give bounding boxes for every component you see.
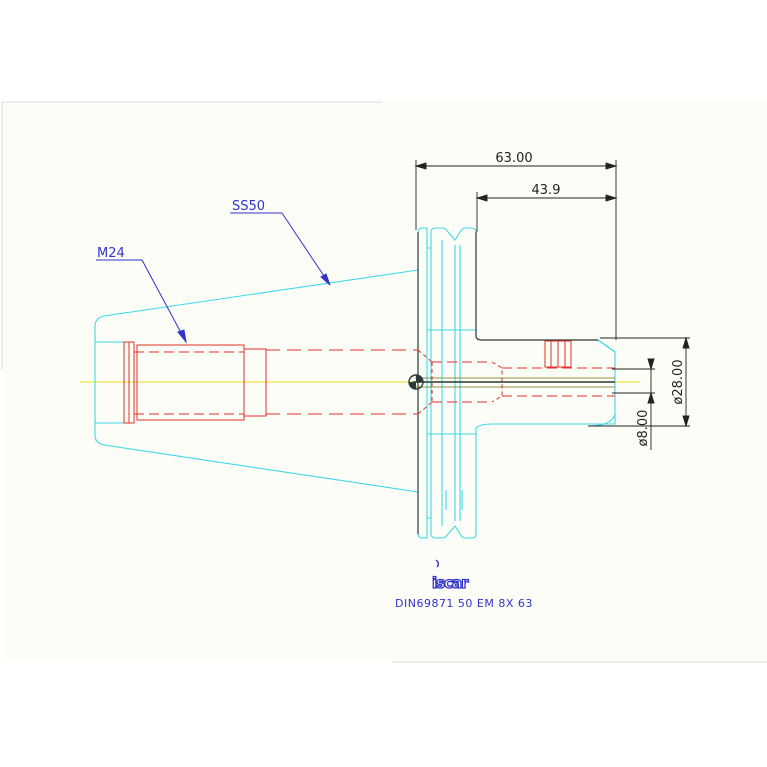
dimension-total-length: [414, 160, 618, 340]
leader-taper: [230, 212, 331, 286]
dimension-28-text: ø28.00: [671, 359, 686, 404]
label-taper: SS50: [232, 199, 265, 214]
shank-outline: [413, 232, 615, 534]
part-caption: DIN69871 50 EM 8X 63: [395, 597, 533, 610]
iscar-logo: iscar: [431, 559, 471, 593]
leader-thread: [96, 259, 187, 344]
dimension-outer-diameter: [588, 336, 690, 428]
taper-body: [94, 269, 419, 493]
dimension-inner-length: [475, 192, 618, 232]
dimension-43-text: 43.9: [532, 183, 561, 198]
center-mark: [408, 374, 424, 390]
dimension-63-text: 63.00: [495, 151, 532, 166]
dimension-8-text: ø8.00: [636, 410, 651, 447]
svg-text:iscar: iscar: [432, 574, 469, 592]
label-thread: M24: [97, 246, 125, 261]
hidden-bore: [123, 340, 615, 424]
dimension-bore-diameter: [612, 358, 655, 450]
